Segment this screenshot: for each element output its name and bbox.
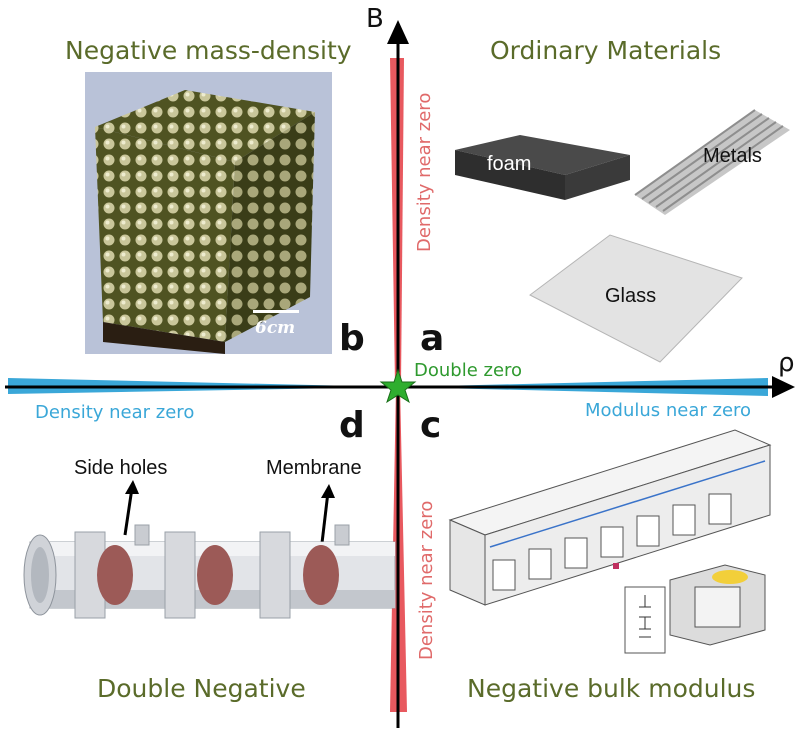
ordinary-materials-illustration <box>455 109 790 363</box>
negative-mass-cube-image: 6cm <box>85 72 332 354</box>
material-label-metals: Metals <box>703 145 762 167</box>
lattice-cube-illustration <box>95 90 315 354</box>
origin-star-icon <box>379 368 417 404</box>
x-axis-label: ρ <box>778 348 795 378</box>
scale-bar <box>253 310 299 313</box>
caption-density-near-zero-bottom: Density near zero <box>416 500 437 660</box>
caption-density-near-zero-top: Density near zero <box>414 92 435 252</box>
caption-density-near-zero-left: Density near zero <box>35 402 195 423</box>
double-negative-pipe-illustration <box>23 480 396 619</box>
title-top-left: Negative mass-density <box>65 36 352 65</box>
caption-double-zero: Double zero <box>414 360 523 381</box>
membrane-disk <box>97 545 133 605</box>
metal-sheet <box>634 109 790 215</box>
glass-pane <box>529 234 743 363</box>
title-top-right: Ordinary Materials <box>490 36 722 65</box>
resonator-array-illustration <box>448 429 772 654</box>
x-axis-arrow <box>772 376 795 398</box>
label-side-holes: Side holes <box>74 457 168 479</box>
material-label-glass: Glass <box>605 285 657 307</box>
scale-label: 6cm <box>255 318 296 338</box>
title-bottom-left: Double Negative <box>97 674 306 703</box>
foam-slab <box>455 135 630 175</box>
caption-modulus-near-zero: Modulus near zero <box>585 400 752 421</box>
material-label-foam: foam <box>487 153 532 175</box>
quadrant-letter-d: d <box>339 405 365 446</box>
label-membrane: Membrane <box>266 457 362 479</box>
quadrant-letter-a: a <box>420 318 445 359</box>
y-axis-label: B <box>366 4 384 34</box>
y-axis-arrow <box>387 20 409 44</box>
quadrant-letter-c: c <box>420 405 442 446</box>
title-bottom-right: Negative bulk modulus <box>467 674 756 703</box>
quadrant-letter-b: b <box>339 318 365 359</box>
